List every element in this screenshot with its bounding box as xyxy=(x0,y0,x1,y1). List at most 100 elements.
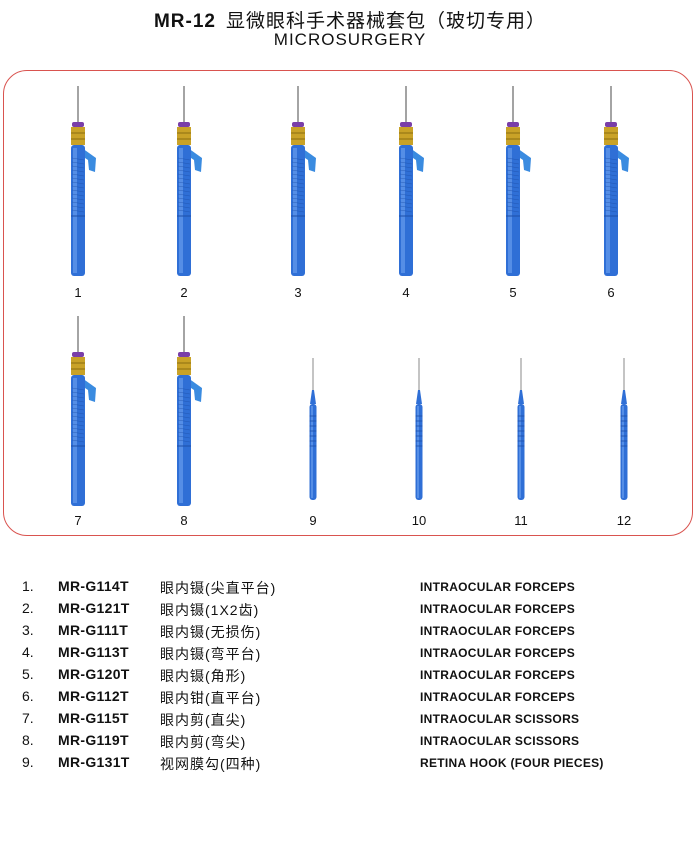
item-name-cn: 眼内剪(弯尖) xyxy=(160,734,247,750)
list-item: 8. MR-G119T 眼内剪(弯尖) INTRAOCULAR SCISSORS xyxy=(0,732,700,754)
item-number: 3. xyxy=(22,622,34,638)
list-item: 4. MR-G113T 眼内镊(弯平台) INTRAOCULAR FORCEPS xyxy=(0,644,700,666)
item-code: MR-G121T xyxy=(58,600,130,616)
forceps-image xyxy=(399,86,424,276)
item-number: 1. xyxy=(22,578,34,594)
kit-code: MR-12 xyxy=(153,11,216,32)
gold-collar xyxy=(506,127,520,145)
list-item: 5. MR-G120T 眼内镊(角形) INTRAOCULAR FORCEPS xyxy=(0,666,700,688)
item-code: MR-G112T xyxy=(58,688,129,704)
list-item: 1. MR-G114T 眼内镊(尖直平台) INTRAOCULAR FORCEP… xyxy=(0,578,700,600)
instrument-12 xyxy=(594,348,654,540)
gold-collar xyxy=(604,127,618,145)
instrument-number-label: 7 xyxy=(74,513,82,528)
item-number: 6. xyxy=(22,688,34,704)
item-name-en: INTRAOCULAR SCISSORS xyxy=(420,712,580,726)
instrument-1 xyxy=(48,86,108,278)
item-number: 4. xyxy=(22,644,34,660)
forceps-image xyxy=(291,86,316,276)
item-code: MR-G120T xyxy=(58,666,130,682)
item-name-en: RETINA HOOK (FOUR PIECES) xyxy=(420,756,604,770)
item-name-en: INTRAOCULAR FORCEPS xyxy=(420,668,576,682)
lever xyxy=(82,148,96,172)
item-name-en: INTRAOCULAR FORCEPS xyxy=(420,602,576,616)
instrument-5 xyxy=(483,86,543,278)
lever xyxy=(82,378,96,402)
instrument-8 xyxy=(154,316,214,508)
lever xyxy=(517,148,531,172)
page-subtitle: MICROSURGERY xyxy=(273,30,427,49)
instrument-number-label: 4 xyxy=(402,285,410,300)
ring-collar xyxy=(178,352,190,357)
gold-collar xyxy=(291,127,305,145)
forceps-image xyxy=(177,86,202,276)
ring-collar xyxy=(400,122,412,127)
instrument-11 xyxy=(491,348,551,540)
lever xyxy=(188,148,202,172)
forceps-image xyxy=(604,86,629,276)
gold-collar xyxy=(71,127,85,145)
hook-image xyxy=(415,358,423,500)
instrument-number-label: 1 xyxy=(74,285,82,300)
ring-collar xyxy=(507,122,519,127)
item-code: MR-G111T xyxy=(58,622,129,638)
item-name-en: INTRAOCULAR FORCEPS xyxy=(420,624,576,638)
instrument-number-label: 6 xyxy=(607,285,615,300)
instrument-number-label: 10 xyxy=(411,513,427,528)
item-name-cn: 眼内镊(无损伤) xyxy=(160,624,262,640)
item-name-en: INTRAOCULAR FORCEPS xyxy=(420,646,576,660)
item-number: 2. xyxy=(22,600,34,616)
item-code: MR-G114T xyxy=(58,578,129,594)
item-number: 5. xyxy=(22,666,34,682)
forceps-image xyxy=(506,86,531,276)
instrument-7 xyxy=(48,316,108,508)
instrument-panel xyxy=(3,70,693,536)
item-number: 9. xyxy=(22,754,34,770)
gold-collar xyxy=(177,357,191,375)
item-number: 7. xyxy=(22,710,34,726)
instrument-number-label: 5 xyxy=(509,285,517,300)
instrument-number-label: 11 xyxy=(514,513,528,528)
instrument-10 xyxy=(389,348,449,540)
lever xyxy=(302,148,316,172)
ring-collar xyxy=(178,122,190,127)
ring-collar xyxy=(605,122,617,127)
instrument-6 xyxy=(581,86,641,278)
instrument-number-label: 9 xyxy=(309,513,317,528)
instrument-number-label: 3 xyxy=(294,285,302,300)
item-code: MR-G115T xyxy=(58,710,129,726)
forceps-image xyxy=(71,86,96,276)
instrument-2 xyxy=(154,86,214,278)
instrument-3 xyxy=(268,86,328,278)
item-code: MR-G131T xyxy=(58,754,130,770)
instrument-number-label: 8 xyxy=(180,513,188,528)
lever xyxy=(188,378,202,402)
scissors-image xyxy=(71,316,96,506)
item-name-en: INTRAOCULAR FORCEPS xyxy=(420,690,576,704)
item-name-cn: 眼内镊(1X2齿) xyxy=(160,602,260,618)
item-name-cn: 眼内钳(直平台) xyxy=(160,690,262,706)
item-code: MR-G113T xyxy=(58,644,129,660)
item-name-cn: 眼内镊(弯平台) xyxy=(160,646,262,662)
item-number: 8. xyxy=(22,732,34,748)
instrument-number-label: 12 xyxy=(616,513,632,528)
ring-collar xyxy=(292,122,304,127)
item-name-cn: 眼内镊(角形) xyxy=(160,668,247,684)
lever xyxy=(615,148,629,172)
list-item: 6. MR-G112T 眼内钳(直平台) INTRAOCULAR FORCEPS xyxy=(0,688,700,710)
list-item: 9. MR-G131T 视网膜勾(四种) RETINA HOOK (FOUR P… xyxy=(0,754,700,776)
item-name-en: INTRAOCULAR SCISSORS xyxy=(420,734,580,748)
list-item: 7. MR-G115T 眼内剪(直尖) INTRAOCULAR SCISSORS xyxy=(0,710,700,732)
gold-collar xyxy=(399,127,413,145)
item-name-en: INTRAOCULAR FORCEPS xyxy=(420,580,576,594)
item-name-cn: 眼内镊(尖直平台) xyxy=(160,580,277,596)
item-name-cn: 视网膜勾(四种) xyxy=(160,756,262,772)
scissors-image xyxy=(177,316,202,506)
lever xyxy=(410,148,424,172)
hook-image xyxy=(517,358,525,500)
list-item: 3. MR-G111T 眼内镊(无损伤) INTRAOCULAR FORCEPS xyxy=(0,622,700,644)
ring-collar xyxy=(72,122,84,127)
instrument-number-label: 2 xyxy=(180,285,188,300)
hook-image xyxy=(309,358,317,500)
